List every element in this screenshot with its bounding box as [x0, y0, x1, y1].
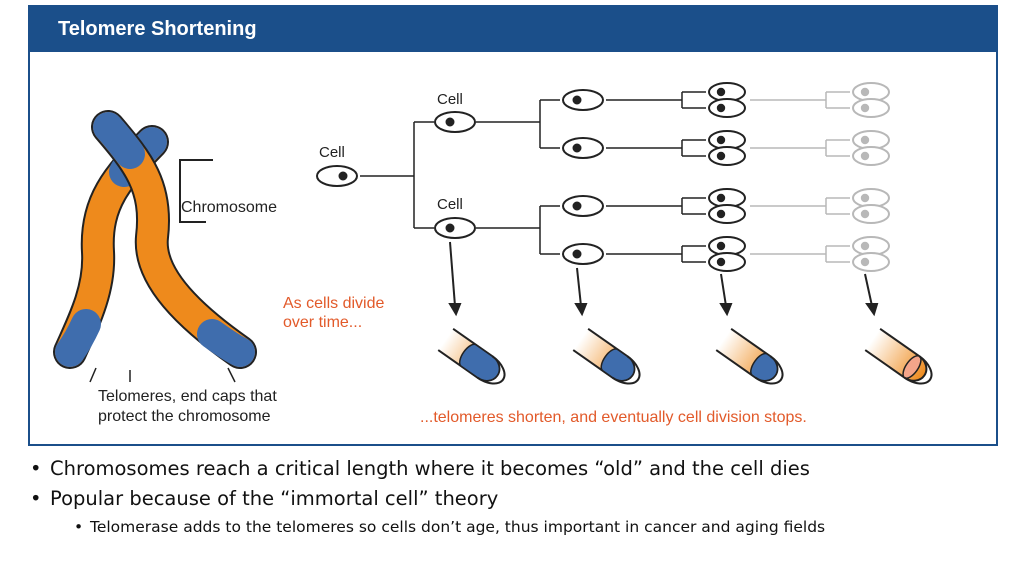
figure-header: Telomere Shortening [30, 7, 996, 52]
cell-gen3 [708, 188, 746, 224]
lineage-lines [360, 91, 706, 263]
telomere-tip-2 [572, 328, 641, 385]
telomere-tip-3 [715, 328, 784, 385]
figure-title: Telomere Shortening [58, 18, 257, 40]
cell-label-root: Cell [319, 144, 345, 161]
cell-gen4-faded [852, 188, 890, 224]
cell-gen2 [562, 89, 604, 111]
cell-gen4-faded [852, 236, 890, 272]
lineage-lines-faded [750, 91, 850, 263]
telomere-tip-1 [437, 328, 506, 385]
telomere-figure: Telomere Shortening [28, 5, 998, 446]
telomeres-label-line2: protect the chromosome [98, 408, 271, 425]
chromosome [53, 110, 257, 383]
divide-label-line1: As cells divide [283, 295, 384, 312]
chromosome-label: Chromosome [181, 199, 277, 216]
cell-gen2 [562, 137, 604, 159]
cells-faded [852, 82, 890, 272]
cell-label-bottom: Cell [437, 196, 463, 213]
cell-gen4-faded [852, 82, 890, 118]
divide-label-line2: over time... [283, 314, 362, 331]
telomeres-label-line1: Telomeres, end caps that [98, 388, 277, 405]
cell-gen2 [562, 195, 604, 217]
cell-gen4-faded [852, 130, 890, 166]
chromosome-bracket [179, 159, 213, 223]
telomere-diagram: Chromosome Telomeres, end caps that prot… [53, 82, 933, 426]
bullet-item: Chromosomes reach a critical length wher… [30, 454, 1000, 484]
cell-label-top: Cell [437, 91, 463, 108]
cell-gen3 [708, 130, 746, 166]
bullet-item: Popular because of the “immortal cell” t… [30, 484, 1000, 514]
cell-gen1 [434, 217, 476, 239]
cell-gen1 [434, 111, 476, 133]
telomere-tip-4 [864, 328, 933, 385]
cell-gen3 [708, 82, 746, 118]
cells [316, 82, 746, 272]
cell-gen3 [708, 236, 746, 272]
bullet-list: Chromosomes reach a critical length wher… [30, 454, 1000, 540]
cell-gen2 [562, 243, 604, 265]
telomere-pointer [89, 367, 236, 383]
sub-bullet-item: Telomerase adds to the telomeres so cell… [30, 514, 1000, 540]
cell-root [316, 165, 358, 187]
arrows [448, 241, 879, 317]
chromatid-right [91, 110, 257, 369]
shorten-label: ...telomeres shorten, and eventually cel… [420, 409, 807, 426]
